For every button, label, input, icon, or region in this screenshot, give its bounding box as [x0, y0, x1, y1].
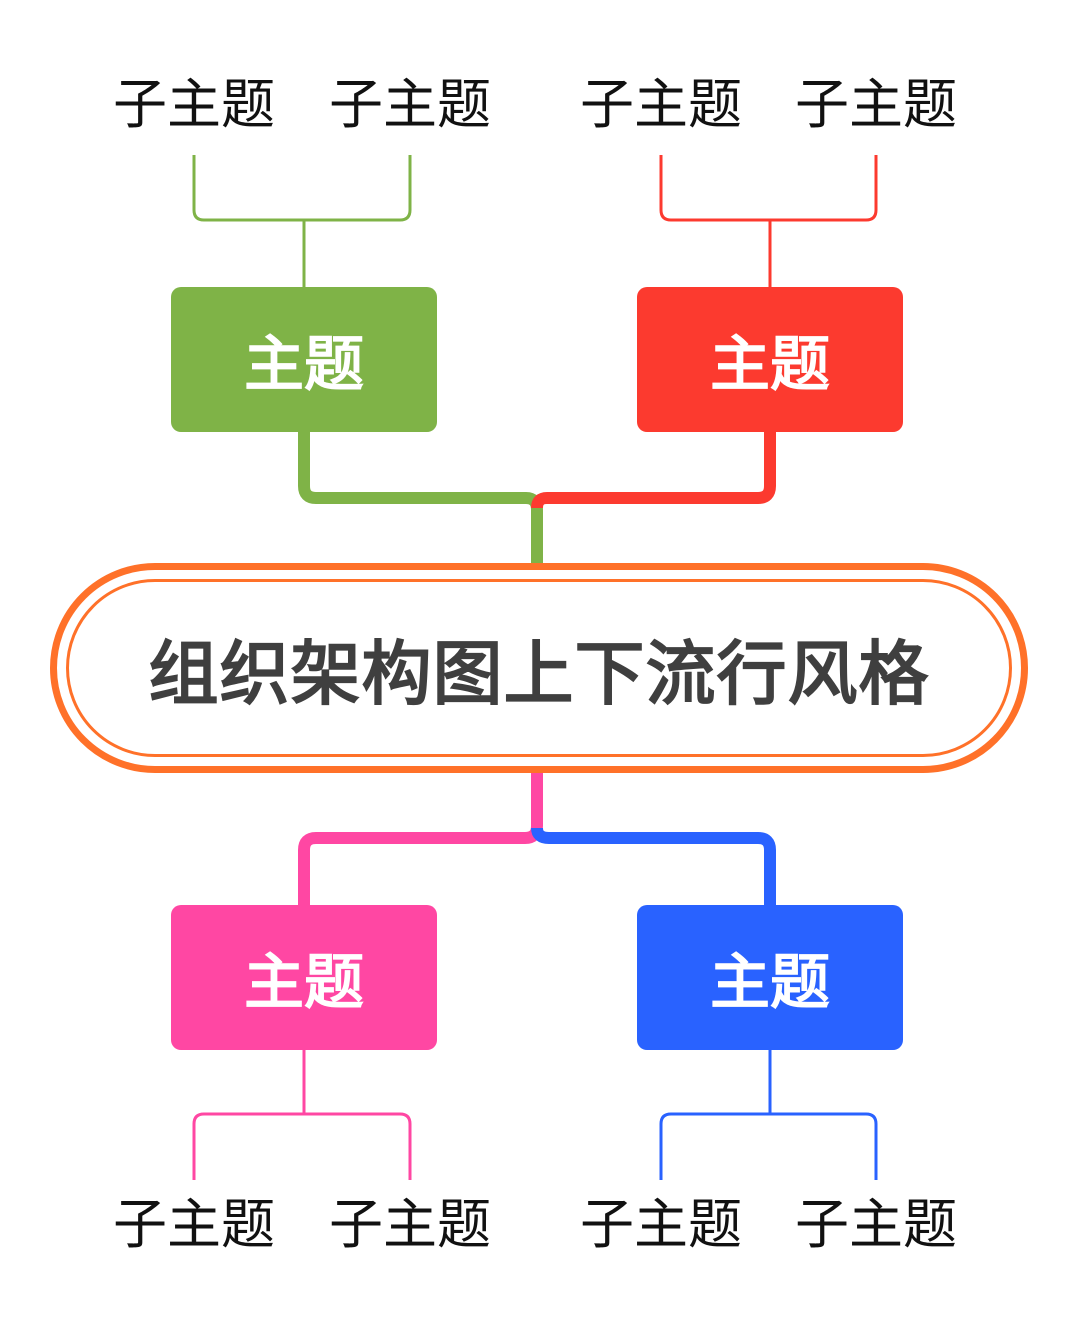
topic-node-top-left[interactable]: 主题: [171, 287, 437, 432]
subtopic-node[interactable]: 子主题: [113, 73, 275, 136]
subtopic-node[interactable]: 子主题: [113, 1193, 275, 1256]
topic-label: 主题: [244, 330, 364, 400]
subtopic-node[interactable]: 子主题: [795, 73, 957, 136]
topic-node-bottom-right[interactable]: 主题: [637, 905, 903, 1050]
topic-node-top-right[interactable]: 主题: [637, 287, 903, 432]
subtopic-node[interactable]: 子主题: [329, 1193, 491, 1256]
topic-label: 主题: [710, 948, 830, 1018]
root-label: 组织架构图上下流行风格: [148, 632, 930, 715]
root-inner-border: 组织架构图上下流行风格: [66, 579, 1012, 757]
subtopic-node[interactable]: 子主题: [580, 1193, 742, 1256]
topic-node-bottom-left[interactable]: 主题: [171, 905, 437, 1050]
topic-label: 主题: [244, 948, 364, 1018]
root-node[interactable]: 组织架构图上下流行风格: [50, 563, 1028, 773]
subtopic-node[interactable]: 子主题: [580, 73, 742, 136]
subtopic-node[interactable]: 子主题: [795, 1193, 957, 1256]
subtopic-node[interactable]: 子主题: [329, 73, 491, 136]
topic-label: 主题: [710, 330, 830, 400]
